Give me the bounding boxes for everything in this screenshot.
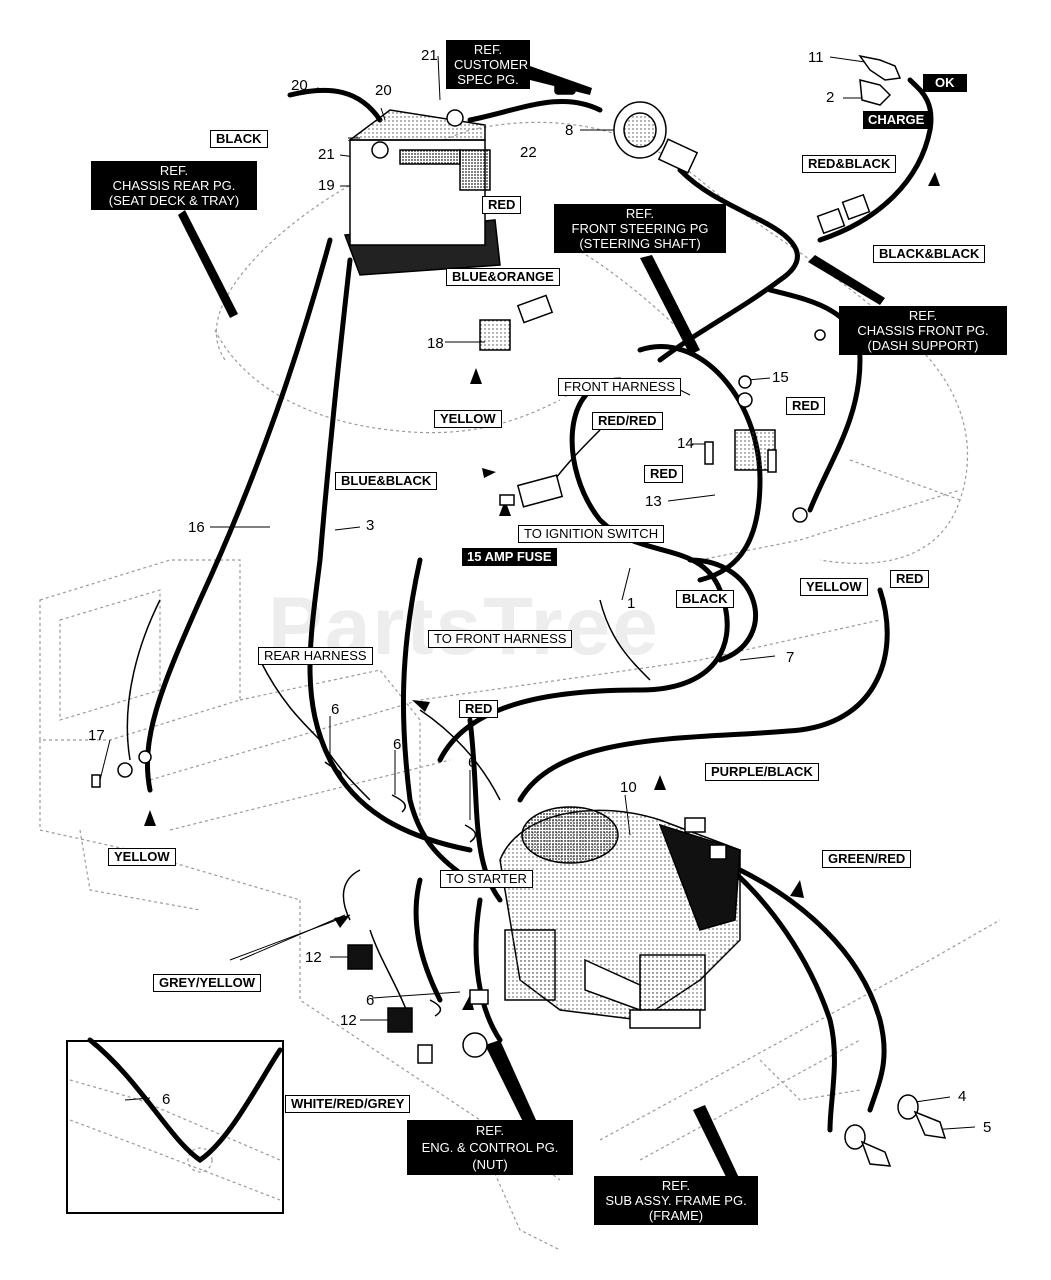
callout-12a: 12 <box>305 949 322 966</box>
callout-8: 8 <box>565 122 574 139</box>
callout-1: 1 <box>627 595 636 612</box>
wire-label-red-13: RED <box>644 465 684 483</box>
ref-sub-assy-frame: REF. SUB ASSY. FRAME PG. (FRAME) <box>594 1176 758 1225</box>
label-to-ignition-switch: TO IGNITION SWITCH <box>518 525 665 543</box>
lamp-sockets-top <box>814 54 902 341</box>
callout-22: 22 <box>520 144 537 161</box>
callout-5: 5 <box>983 1119 992 1136</box>
ignition-switch <box>613 101 699 174</box>
callout-3: 3 <box>366 517 375 534</box>
callout-18: 18 <box>427 335 444 352</box>
harness-wires <box>87 77 934 1164</box>
wire-label-blue-orange: BLUE&ORANGE <box>446 268 560 286</box>
seat-switch <box>479 294 554 351</box>
wire-clips <box>324 761 477 1017</box>
ref-customer-spec: REF. CUSTOMER SPEC PG. <box>446 40 530 89</box>
wire-label-charge: CHARGE <box>863 111 930 129</box>
callout-6c: 6 <box>468 754 477 771</box>
solenoid-bracket <box>704 375 808 523</box>
wire-label-yellow-left: YELLOW <box>108 848 176 866</box>
wire-label-white-red-grey: WHITE/RED/GREY <box>285 1095 411 1113</box>
wire-label-red-battery: RED <box>482 196 522 214</box>
callout-7: 7 <box>786 649 795 666</box>
callout-6a: 6 <box>331 701 340 718</box>
wire-label-blue-black: BLUE&BLACK <box>335 472 438 490</box>
wire-label-black-mid: BLACK <box>676 590 734 608</box>
callout-15: 15 <box>772 369 789 386</box>
callout-11: 11 <box>808 49 824 66</box>
callout-14: 14 <box>677 435 694 452</box>
fuse-holder <box>499 474 564 508</box>
wire-label-black-black: BLACK&BLACK <box>873 245 986 263</box>
wire-label-purple-black: PURPLE/BLACK <box>705 763 819 781</box>
callout-21b: 21 <box>318 146 335 163</box>
arrows <box>144 172 940 1010</box>
callout-2: 2 <box>826 89 835 106</box>
wire-label-red-lower: RED <box>459 700 499 718</box>
ref-pointers <box>178 66 885 1185</box>
wire-label-grey-yellow: GREY/YELLOW <box>153 974 262 992</box>
ref-chassis-rear: REF. CHASSIS REAR PG. (SEAT DECK & TRAY) <box>91 161 257 210</box>
starter-connectors <box>347 944 489 1064</box>
ground-terminal <box>91 750 152 788</box>
engine-connectors <box>684 817 727 860</box>
callout-12b: 12 <box>340 1012 357 1029</box>
lamp-sockets-bottom <box>844 1094 947 1167</box>
wire-label-yellow-18: YELLOW <box>434 410 502 428</box>
wire-label-red-right: RED <box>890 570 930 588</box>
callout-6b: 6 <box>393 736 402 753</box>
wire-label-red-black: RED&BLACK <box>802 155 897 173</box>
callout-19: 19 <box>318 177 335 194</box>
callout-17: 17 <box>88 727 105 744</box>
label-front-harness: FRONT HARNESS <box>558 378 681 396</box>
detail-inset <box>66 1040 284 1214</box>
wire-label-green-red: GREEN/RED <box>822 850 912 868</box>
wire-label-fuse: 15 AMP FUSE <box>462 548 557 566</box>
callout-16: 16 <box>188 519 205 536</box>
label-to-front-harness: TO FRONT HARNESS <box>428 630 573 648</box>
callout-6e: 6 <box>162 1091 171 1108</box>
callout-13: 13 <box>645 493 662 510</box>
callout-4: 4 <box>958 1088 967 1105</box>
callout-20b: 20 <box>375 82 392 99</box>
wire-label-red-red: RED/RED <box>592 412 663 430</box>
ref-chassis-front: REF. CHASSIS FRONT PG. (DASH SUPPORT) <box>839 306 1007 355</box>
wire-label-black-top: BLACK <box>210 130 268 148</box>
callout-6d: 6 <box>366 992 375 1009</box>
ref-front-steering: REF. FRONT STEERING PG (STEERING SHAFT) <box>554 204 726 253</box>
wire-label-yellow-right: YELLOW <box>800 578 868 596</box>
ref-eng-control: REF. ENG. & CONTROL PG. (NUT) <box>407 1120 573 1175</box>
label-rear-harness: REAR HARNESS <box>258 647 373 665</box>
ignition-key <box>554 81 576 95</box>
callout-10: 10 <box>620 779 637 796</box>
callout-21a: 21 <box>421 47 438 64</box>
engine <box>499 806 741 1029</box>
inset-frame <box>69 1079 281 1201</box>
wire-label-red-15: RED <box>786 397 826 415</box>
label-to-starter: TO STARTER <box>440 870 533 888</box>
battery <box>343 109 501 276</box>
wire-label-ok: OK <box>923 74 967 92</box>
callout-20a: 20 <box>291 77 308 94</box>
